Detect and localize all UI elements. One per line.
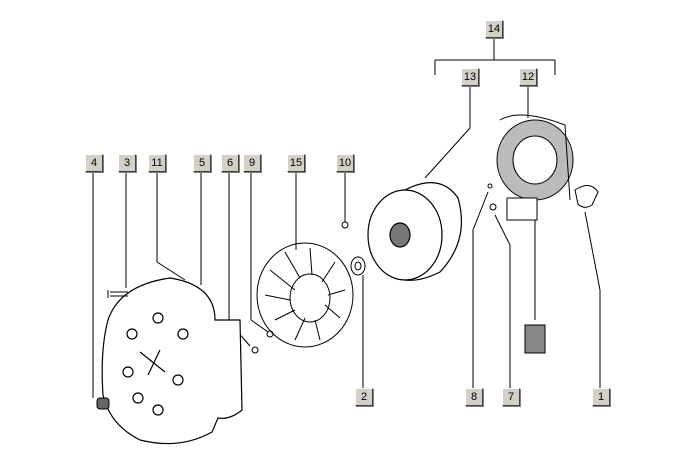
callout-4[interactable]: 4 xyxy=(85,154,103,172)
callout-7[interactable]: 7 xyxy=(502,388,520,406)
callout-15[interactable]: 15 xyxy=(287,154,305,172)
callout-9[interactable]: 9 xyxy=(243,154,261,172)
callout-12[interactable]: 12 xyxy=(519,68,537,86)
callout-14[interactable]: 14 xyxy=(485,20,503,38)
callout-11[interactable]: 11 xyxy=(148,154,166,172)
callout-8[interactable]: 8 xyxy=(465,388,483,406)
callout-13[interactable]: 13 xyxy=(461,68,479,86)
fan-part xyxy=(256,242,354,348)
callout-3[interactable]: 3 xyxy=(118,154,136,172)
clip-part xyxy=(574,185,599,208)
callout-2[interactable]: 2 xyxy=(355,388,373,406)
leader-lines xyxy=(92,38,601,398)
nut-part xyxy=(350,256,366,276)
callout-5[interactable]: 5 xyxy=(193,154,211,172)
cover-part xyxy=(101,277,243,445)
small-parts xyxy=(96,221,349,410)
callout-10[interactable]: 10 xyxy=(336,154,354,172)
flywheel-part xyxy=(367,182,463,281)
callout-6[interactable]: 6 xyxy=(221,154,239,172)
callout-1[interactable]: 1 xyxy=(592,388,610,406)
stator-part xyxy=(496,114,574,201)
pickup-part xyxy=(487,183,546,354)
